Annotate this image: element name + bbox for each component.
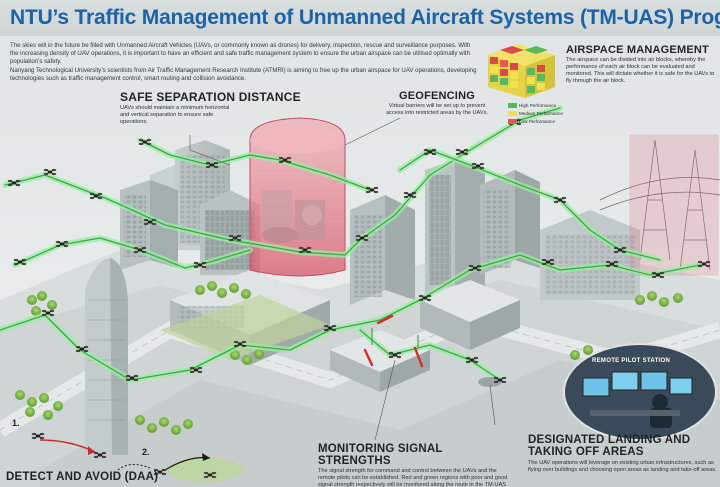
drone-icon: [153, 468, 167, 476]
safe-separation-title: SAFE SEPARATION DISTANCE: [120, 90, 301, 104]
drone-icon: [493, 376, 507, 384]
drone-icon: [403, 191, 417, 199]
daa-step-2: 2.: [142, 447, 150, 457]
drone-icon: [365, 186, 379, 194]
drone-icon: [205, 161, 219, 169]
drone-icon: [651, 271, 665, 279]
drone-icon: [55, 240, 69, 248]
drone-icon: [193, 261, 207, 269]
airspace-legend-low: Low Performance: [508, 119, 555, 125]
monitoring-title: MONITORING SIGNAL STRENGTHS: [318, 443, 443, 467]
drone-icon: [278, 156, 292, 164]
title-bar: [0, 0, 720, 36]
intro-paragraph-1: The skies will in the future be filled w…: [10, 42, 471, 66]
drone-icon: [355, 234, 369, 242]
safe-separation-text: UAVs should maintain a minimum horizonta…: [120, 105, 230, 125]
drone-icon: [43, 168, 57, 176]
drone-icon: [7, 179, 21, 187]
legend-swatch-medium: [508, 111, 517, 117]
legend-swatch-low: [508, 119, 517, 125]
drone-icon: [468, 264, 482, 272]
landing-title-line1: DESIGNATED LANDING AND: [528, 434, 691, 446]
drone-icon: [423, 148, 437, 156]
drone-icon: [228, 234, 242, 242]
intro-paragraph-2: Nanyang Technological University’s scien…: [10, 67, 477, 83]
airspace-title: AIRSPACE MANAGEMENT: [566, 44, 709, 56]
drone-icon: [418, 294, 432, 302]
drone-icon: [388, 351, 402, 359]
drone-icon: [471, 162, 485, 170]
drone-icon: [323, 324, 337, 332]
drone-icon: [613, 246, 627, 254]
drone-icon: [541, 258, 555, 266]
drone-icon: [298, 246, 312, 254]
drone-icon: [138, 138, 152, 146]
drone-icon: [455, 148, 469, 156]
intro-text: The skies will in the future be filled w…: [10, 42, 480, 84]
airspace-legend-high: High Performance: [508, 103, 556, 109]
poster-title: NTU’s Traffic Management of Unmanned Air…: [10, 6, 720, 29]
geofencing-text: Virtual barriers will be set up to preve…: [386, 103, 488, 116]
drone-icon: [125, 374, 139, 382]
drone-icon: [13, 258, 27, 266]
drone-icon: [41, 309, 55, 317]
daa-title: DETECT AND AVOID (DAA): [6, 471, 159, 483]
drone-icon: [143, 218, 157, 226]
landing-section: DESIGNATED LANDING AND TAKING OFF AREAS …: [528, 434, 718, 474]
airspace-section: AIRSPACE MANAGEMENT The airspace can be …: [566, 44, 716, 85]
remote-pilot-title: REMOTE PILOT STATION: [592, 358, 671, 364]
drone-icon: [697, 260, 711, 268]
airspace-legend-medium: Medium Performance: [508, 111, 563, 117]
landing-title-line2: TAKING OFF AREAS: [528, 446, 644, 458]
drone-icon: [465, 356, 479, 364]
daa-step-1: 1.: [12, 418, 20, 428]
drone-icon: [31, 432, 45, 440]
drone-icon: [553, 196, 567, 204]
airspace-text: The airspace can be divided into air blo…: [566, 57, 715, 84]
drone-icon: [133, 246, 147, 254]
drone-icon: [605, 260, 619, 268]
legend-swatch-high: [508, 103, 517, 109]
geofencing-title: GEOFENCING: [399, 90, 475, 102]
monitoring-text: The signal strength for command and cont…: [318, 468, 508, 487]
safe-separation-section: SAFE SEPARATION DISTANCE UAVs should mai…: [120, 90, 320, 126]
geofencing-section: GEOFENCING Virtual barriers will be set …: [382, 90, 492, 117]
drone-icon: [203, 471, 217, 479]
drone-icon: [75, 345, 89, 353]
drone-icon: [189, 366, 203, 374]
landing-text: The UAV operations will leverage on exis…: [528, 460, 717, 473]
drone-icon: [93, 451, 107, 459]
drone-icon: [89, 192, 103, 200]
monitoring-section: MONITORING SIGNAL STRENGTHS The signal s…: [318, 443, 508, 487]
drone-icon: [233, 340, 247, 348]
